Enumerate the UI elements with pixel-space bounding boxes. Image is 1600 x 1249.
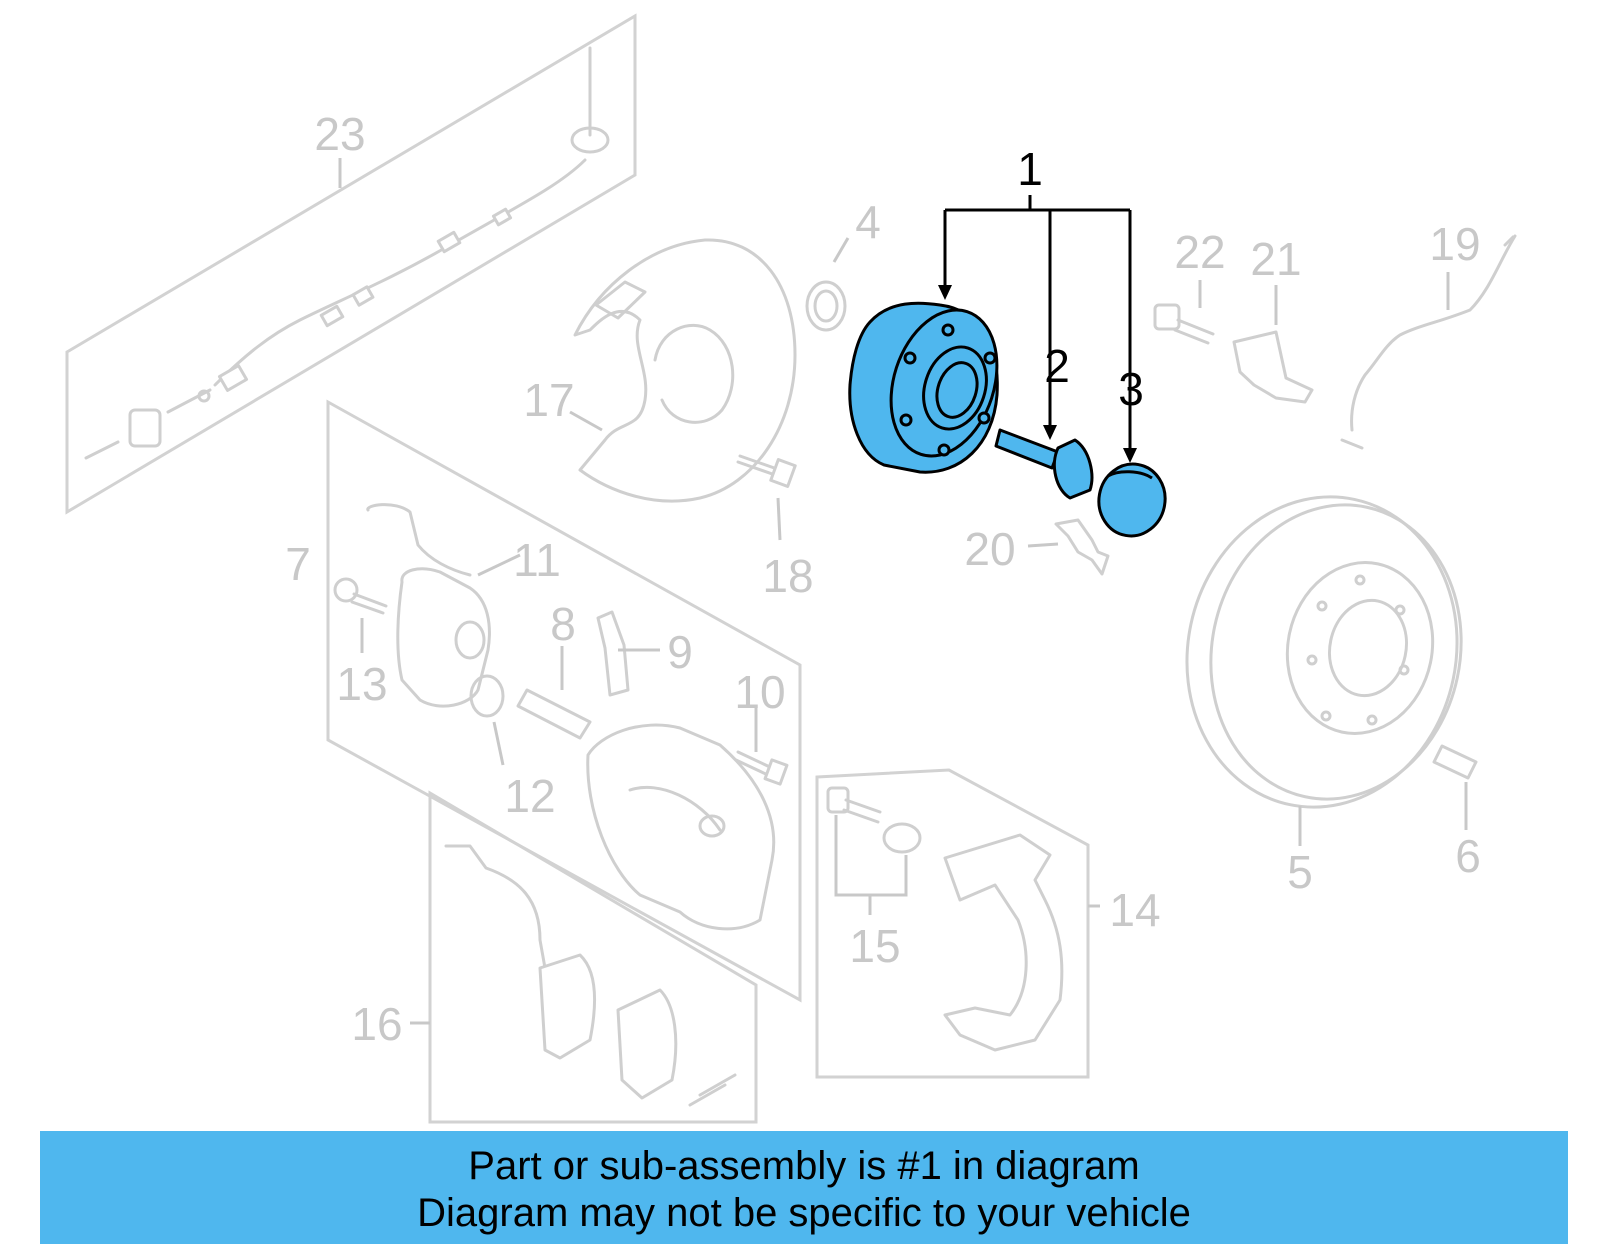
bolt-part-22 bbox=[1153, 280, 1215, 345]
bolt-part-10 bbox=[734, 705, 789, 786]
info-banner: Part or sub-assembly is #1 in diagram Di… bbox=[40, 1131, 1568, 1244]
callout-19: 19 bbox=[1429, 218, 1480, 270]
banner-line-2: Diagram may not be specific to your vehi… bbox=[417, 1191, 1191, 1235]
axle-bolt-part-2 bbox=[994, 428, 1094, 500]
carrier-bracket-part-14 bbox=[943, 833, 1064, 1052]
oring-part-12 bbox=[469, 674, 505, 766]
cap-part-9 bbox=[596, 610, 660, 697]
clip-part-20 bbox=[1027, 518, 1110, 576]
callout-4: 4 bbox=[855, 196, 881, 248]
screw-part-6 bbox=[1432, 744, 1478, 830]
group-box-14 bbox=[815, 768, 1100, 1079]
group-box-16 bbox=[410, 790, 758, 1124]
callout-3: 3 bbox=[1118, 363, 1144, 415]
abs-sensor-harness-part bbox=[84, 46, 610, 460]
guide-pin-part-15 bbox=[826, 786, 922, 854]
hub-cap-part-3 bbox=[1097, 462, 1167, 538]
caliper-housing bbox=[586, 723, 776, 931]
callout-6: 6 bbox=[1455, 830, 1481, 882]
callout-15: 15 bbox=[849, 920, 900, 972]
brake-rotor-part-5 bbox=[1185, 495, 1463, 846]
banner-line-1: Part or sub-assembly is #1 in diagram bbox=[468, 1144, 1140, 1188]
callout-10: 10 bbox=[734, 666, 785, 718]
group-box-7 bbox=[326, 399, 802, 1003]
brake-hose-part-19 bbox=[1340, 234, 1517, 450]
callout-13: 13 bbox=[336, 658, 387, 710]
callout-21: 21 bbox=[1250, 233, 1301, 285]
callout-23: 23 bbox=[314, 108, 365, 160]
callout-5: 5 bbox=[1287, 846, 1313, 898]
bolt-part-13 bbox=[333, 577, 388, 653]
callout-1: 1 bbox=[1017, 143, 1043, 195]
wheel-hub-part-1 bbox=[848, 301, 999, 474]
callout-7: 7 bbox=[285, 538, 311, 590]
callout-8: 8 bbox=[550, 598, 576, 650]
group-box-23 bbox=[65, 13, 637, 515]
callout-16: 16 bbox=[351, 998, 402, 1050]
bolt-part-18 bbox=[736, 454, 797, 541]
callout-18: 18 bbox=[762, 550, 813, 602]
callout-14: 14 bbox=[1109, 884, 1160, 936]
callout-11: 11 bbox=[513, 534, 561, 586]
caliper-motor-part-11 bbox=[366, 503, 491, 708]
callout-12: 12 bbox=[504, 770, 555, 822]
backing-plate-part-17 bbox=[569, 238, 797, 503]
callout-2: 2 bbox=[1044, 340, 1070, 392]
bleeder-part-8 bbox=[516, 646, 592, 740]
callout-9: 9 bbox=[667, 626, 693, 678]
brake-pads-part-16 bbox=[444, 844, 737, 1107]
callout-22: 22 bbox=[1174, 226, 1225, 278]
callout-17: 17 bbox=[523, 374, 574, 426]
sensor-part-21 bbox=[1232, 285, 1314, 404]
seal-ring-part-4 bbox=[805, 237, 850, 332]
callout-20: 20 bbox=[964, 523, 1015, 575]
